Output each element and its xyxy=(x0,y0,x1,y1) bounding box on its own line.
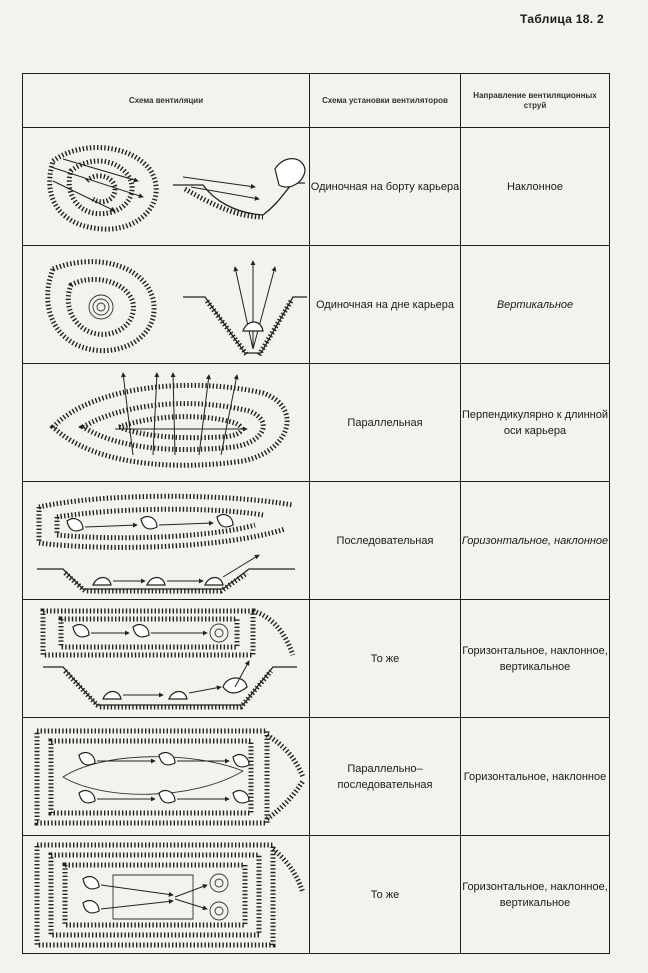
table-row: То же Горизонтальное, наклонное, вертика… xyxy=(22,835,610,954)
table-row: Параллельная Перпендикулярно к длинной о… xyxy=(22,363,610,482)
fan-setup-cell: То же xyxy=(309,599,461,718)
fan-setup-cell: Последовательная xyxy=(309,481,461,600)
scheme-drawing-parallel-serial xyxy=(22,717,310,836)
table-row: То же Горизонтальное, наклонное, вертика… xyxy=(22,599,610,718)
scheme-drawing-serial xyxy=(22,481,310,600)
table-caption: Таблица 18. 2 xyxy=(520,12,604,26)
scheme-drawing-single-bottom xyxy=(22,245,310,364)
fan-setup-cell: Одиночная на дне карьера xyxy=(309,245,461,364)
scheme-drawing-parallel xyxy=(22,363,310,482)
ventilation-schemes-table: Схема вентиляции Схема установки вентиля… xyxy=(22,73,610,954)
scheme-drawing-single-rim xyxy=(22,127,310,246)
table-header-row: Схема вентиляции Схема установки вентиля… xyxy=(22,73,610,128)
fan-setup-cell: Параллельно–последовательная xyxy=(309,717,461,836)
pit-sketch-icon xyxy=(34,842,306,947)
fan-setup-cell: То же xyxy=(309,835,461,954)
pit-sketch-icon xyxy=(45,258,307,356)
table-row: Одиночная на дне карьера Вертикальное xyxy=(22,245,610,364)
direction-cell: Перпендикулярно к длинной оси карьера xyxy=(460,363,610,482)
table-row: Одиночная на борту карьера Наклонное xyxy=(22,127,610,246)
scheme-drawing-parallel-serial-variant xyxy=(22,835,310,954)
fan-setup-cell: Параллельная xyxy=(309,363,461,482)
pit-sketch-icon xyxy=(34,728,306,825)
header-scheme: Схема вентиляции xyxy=(22,73,310,128)
scheme-drawing-serial-variant xyxy=(22,599,310,718)
header-fan-setup: Схема установки вентиляторов xyxy=(309,73,461,128)
direction-cell: Горизонтальное, наклонное xyxy=(460,481,610,600)
header-direction: Направление вентиляционных струй xyxy=(460,73,610,128)
direction-cell: Горизонтальное, наклонное, вертикальное xyxy=(460,599,610,718)
pit-sketch-icon xyxy=(49,371,290,468)
pit-sketch-icon xyxy=(47,144,306,232)
fan-setup-cell: Одиночная на борту карьера xyxy=(309,127,461,246)
table-row: Параллельно–последовательная Горизонталь… xyxy=(22,717,610,836)
direction-cell: Горизонтальное, наклонное xyxy=(460,717,610,836)
pit-sketch-icon xyxy=(40,608,297,709)
direction-cell: Наклонное xyxy=(460,127,610,246)
table-row: Последовательная Горизонтальное, наклонн… xyxy=(22,481,610,600)
direction-cell: Горизонтальное, наклонное, вертикальное xyxy=(460,835,610,954)
direction-cell: Вертикальное xyxy=(460,245,610,364)
pit-sketch-icon xyxy=(36,493,295,593)
